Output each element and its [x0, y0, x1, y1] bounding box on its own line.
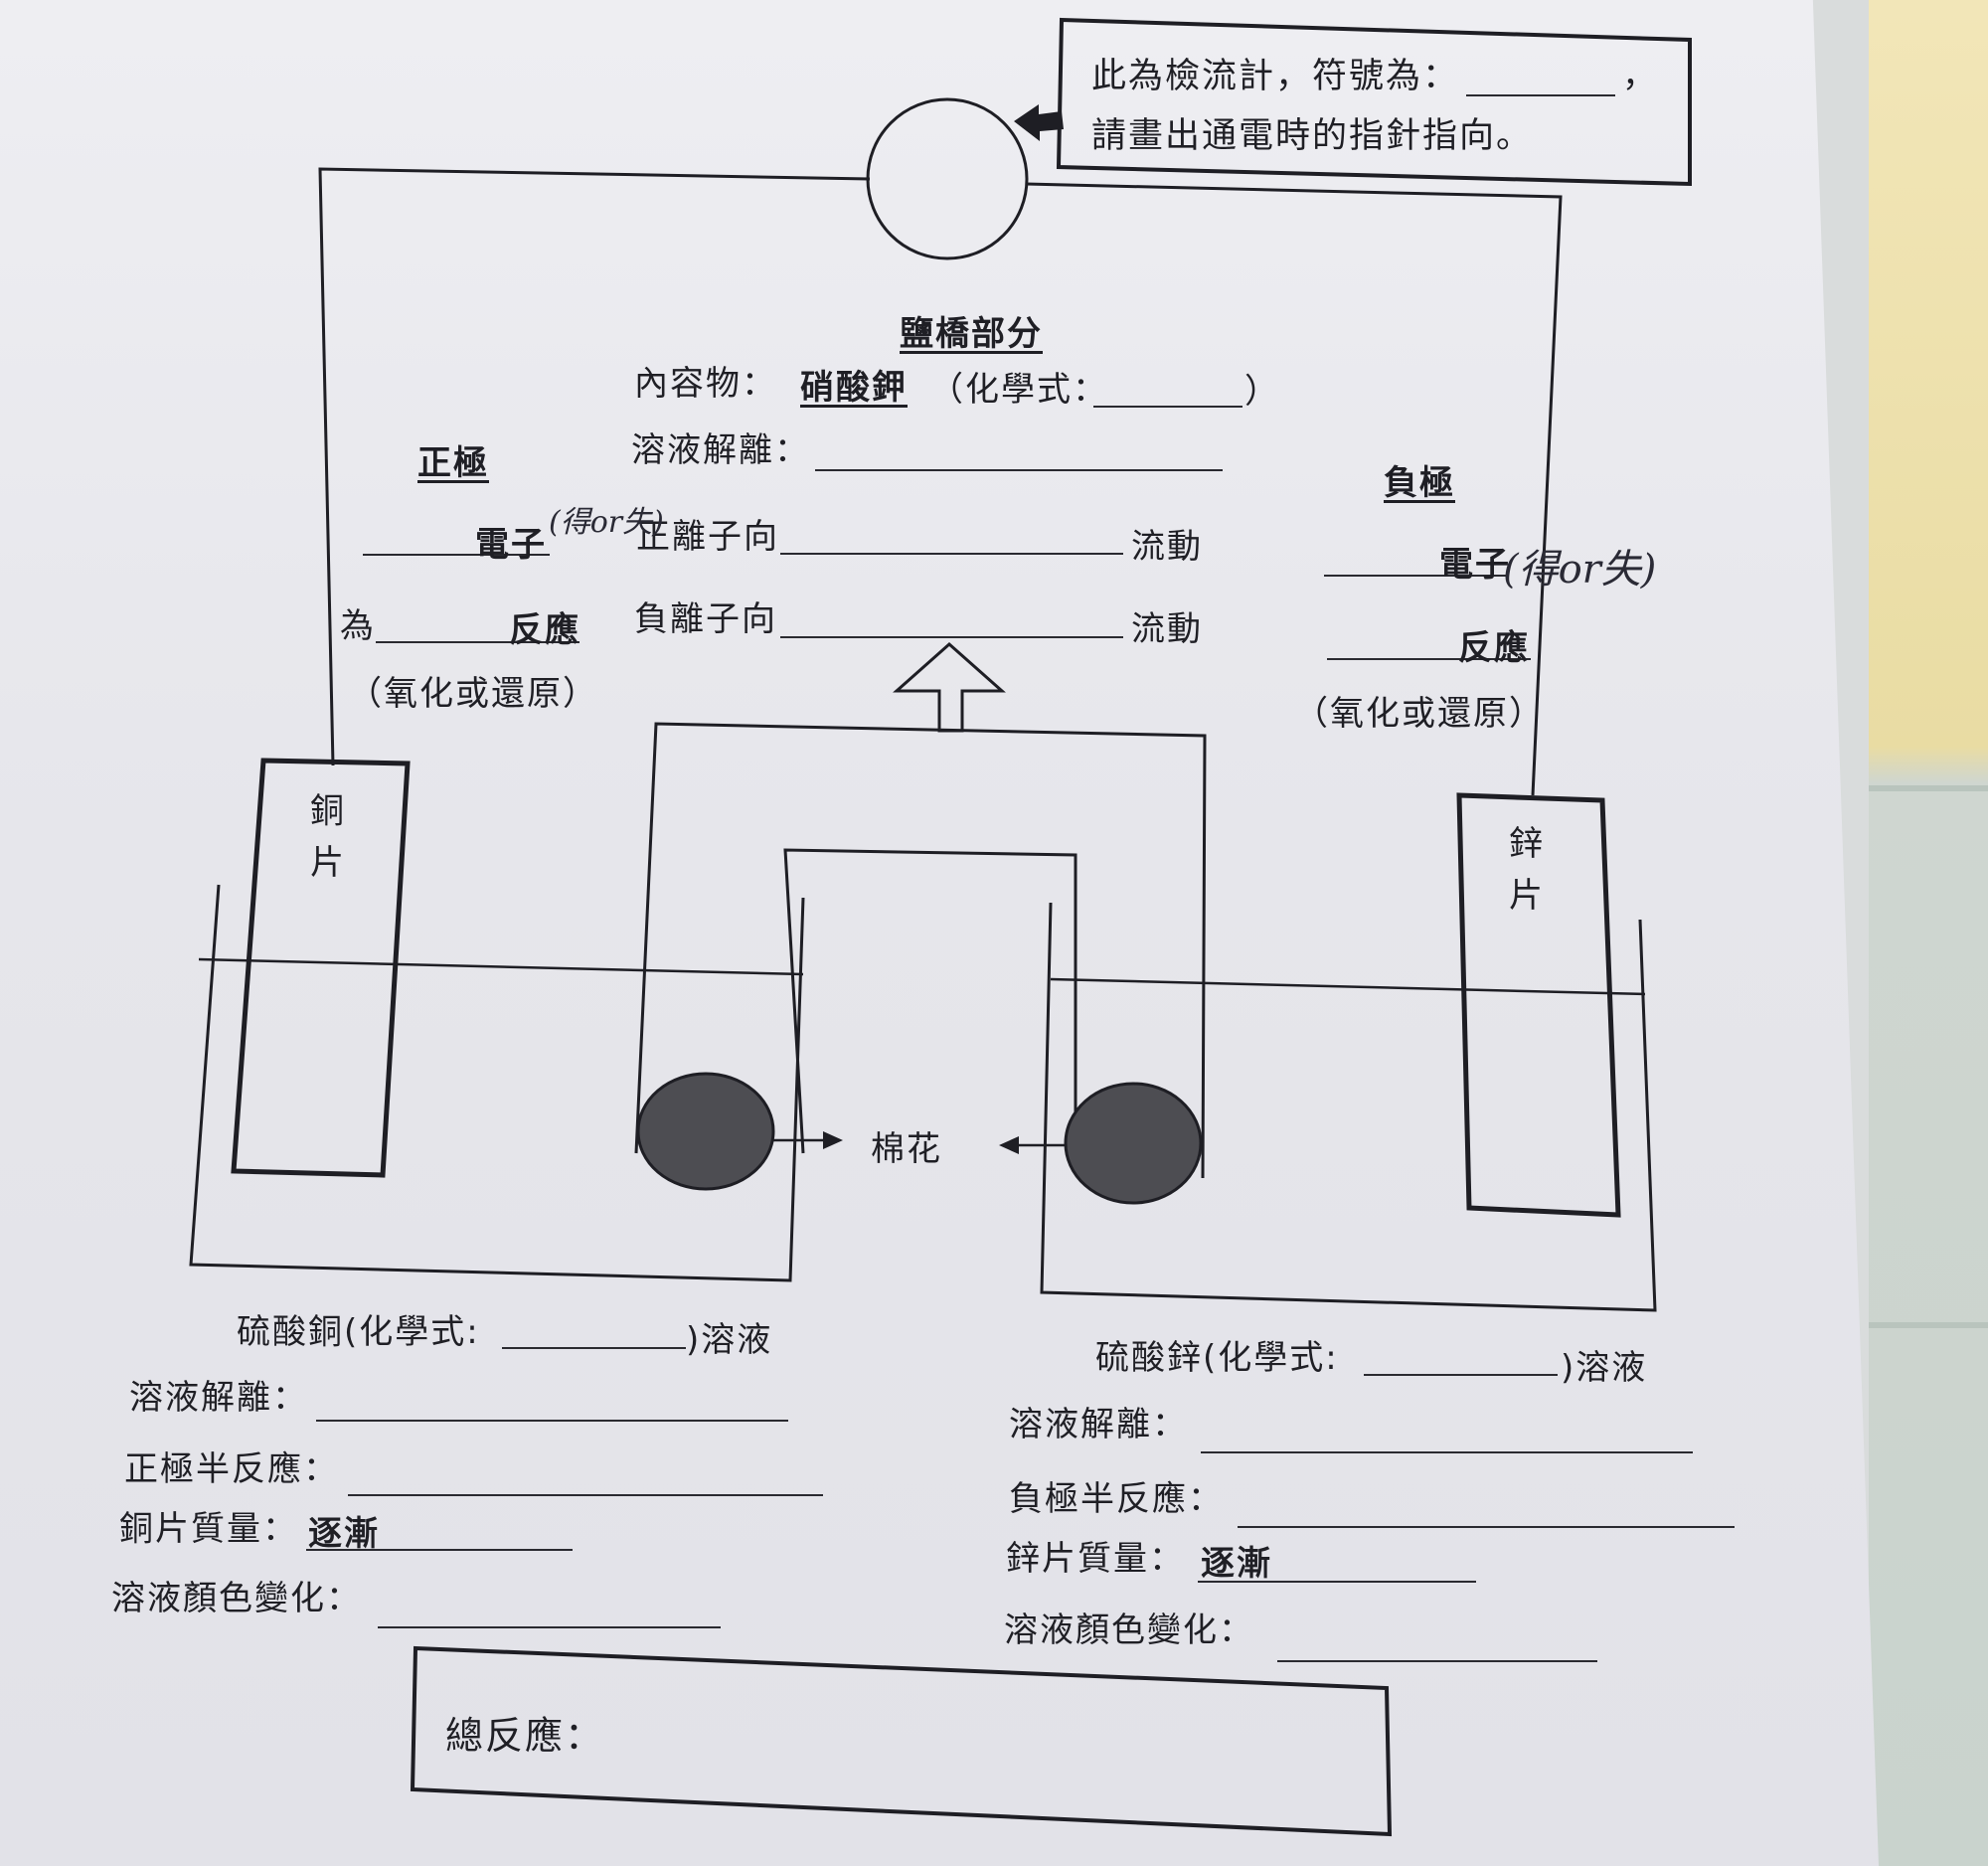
salt-bridge-formula-close: ）	[1244, 372, 1280, 412]
negative-ion-flow: 流動	[1131, 609, 1203, 649]
salt-bridge-formula-label: （化學式：	[929, 370, 1108, 410]
cotton-label: 棉花	[871, 1129, 942, 1169]
total-reaction-label: 總反應：	[445, 1714, 605, 1758]
up-arrow-icon	[893, 641, 1006, 733]
galvanometer-circle	[866, 97, 1029, 260]
left-color-change-blank[interactable]	[378, 1626, 721, 1628]
callout-pointer-icon	[1014, 104, 1064, 141]
right-solution-name: 硫酸鋅(化學式:	[1095, 1338, 1339, 1378]
arrowhead-right-icon	[823, 1131, 843, 1149]
galvanometer-callout-line2: 請畫出通電時的指針指向。	[1091, 116, 1534, 156]
negative-ion-label: 負離子向	[634, 599, 777, 639]
right-color-change-blank[interactable]	[1277, 1660, 1597, 1662]
right-mass-blank[interactable]	[1198, 1581, 1476, 1583]
left-color-change-label: 溶液顏色變化：	[111, 1579, 362, 1618]
right-mass-value: 逐漸	[1201, 1544, 1272, 1584]
zinc-plate	[1456, 792, 1621, 1218]
salt-bridge-content-label: 內容物：	[634, 364, 777, 404]
left-solution-formula-blank[interactable]	[502, 1347, 686, 1349]
salt-bridge-formula-blank[interactable]	[1093, 406, 1242, 408]
positive-for-label: 為	[340, 606, 376, 646]
zinc-plate-label: 鋅片	[1509, 824, 1545, 916]
circuit-wire-right	[1025, 182, 1563, 796]
salt-bridge-dissociation-label: 溶液解離：	[631, 430, 810, 470]
left-dissociation-blank[interactable]	[316, 1420, 788, 1422]
positive-reaction-blank[interactable]	[376, 641, 580, 643]
galvanometer-callout-box	[1056, 17, 1692, 187]
arrowhead-left-icon	[999, 1136, 1019, 1154]
positive-ion-flow: 流動	[1131, 527, 1203, 567]
negative-reaction-blank[interactable]	[1327, 658, 1531, 660]
worksheet-paper	[0, 0, 1879, 1866]
positive-electrode-title: 正極	[417, 443, 489, 483]
positive-electron-label: 電子	[475, 525, 547, 565]
positive-handwritten-choice: (得or失)	[549, 505, 664, 540]
background-book	[1869, 0, 1988, 1866]
cotton-ball-right	[1064, 1082, 1203, 1205]
positive-reaction-hint: （氧化或還原）	[348, 674, 598, 714]
negative-electron-blank[interactable]	[1324, 575, 1508, 577]
right-dissociation-blank[interactable]	[1201, 1451, 1693, 1453]
positive-ion-direction-blank[interactable]	[780, 553, 1123, 555]
right-solution-suffix: )溶液	[1561, 1348, 1648, 1388]
left-solution-name: 硫酸銅(化學式:	[237, 1312, 480, 1352]
right-color-change-label: 溶液顏色變化：	[1004, 1611, 1254, 1650]
negative-handwritten-choice: (得or失)	[1503, 547, 1657, 593]
right-half-reaction-label: 負極半反應：	[1009, 1479, 1224, 1519]
salt-bridge-title: 鹽橋部分	[900, 314, 1043, 354]
left-beaker	[189, 884, 805, 1282]
positive-ion-label: 正離子向	[636, 517, 779, 557]
left-solution-suffix: )溶液	[686, 1320, 773, 1360]
positive-reaction-label: 反應	[509, 610, 580, 650]
salt-bridge-content-value: 硝酸鉀	[800, 368, 908, 408]
left-mass-blank[interactable]	[306, 1549, 573, 1551]
galvanometer-callout-line1: 此為檢流計，符號為：	[1091, 57, 1460, 96]
negative-ion-direction-blank[interactable]	[780, 636, 1123, 638]
left-mass-label: 銅片質量：	[119, 1509, 298, 1549]
right-dissociation-label: 溶液解離：	[1009, 1405, 1188, 1444]
galvanometer-symbol-blank[interactable]	[1466, 94, 1615, 96]
negative-electrode-title: 負極	[1384, 463, 1455, 503]
left-dissociation-label: 溶液解離：	[129, 1378, 308, 1418]
right-solution-formula-blank[interactable]	[1364, 1374, 1558, 1376]
total-reaction-box	[410, 1645, 1393, 1837]
left-solution-surface	[198, 957, 804, 976]
right-mass-label: 鋅片質量：	[1006, 1539, 1185, 1579]
salt-bridge-outer	[634, 722, 1207, 1179]
right-beaker	[1040, 902, 1657, 1312]
left-mass-value: 逐漸	[308, 1514, 380, 1554]
right-solution-surface	[1050, 977, 1646, 996]
salt-bridge-dissociation-blank[interactable]	[815, 469, 1223, 471]
cotton-ball-left	[636, 1072, 775, 1191]
left-half-reaction-blank[interactable]	[348, 1494, 823, 1496]
negative-reaction-label: 反應	[1458, 628, 1530, 668]
copper-plate	[231, 758, 411, 1178]
negative-reaction-hint: （氧化或還原）	[1294, 694, 1545, 734]
right-half-reaction-blank[interactable]	[1238, 1526, 1735, 1528]
salt-bridge-inner	[783, 848, 1077, 1154]
circuit-wire-left	[318, 167, 871, 766]
negative-electron-label: 電子	[1439, 545, 1511, 585]
galvanometer-callout-comma: ，	[1622, 56, 1658, 95]
copper-plate-label: 銅片	[310, 791, 346, 883]
left-half-reaction-label: 正極半反應：	[124, 1449, 339, 1489]
positive-electron-blank[interactable]	[363, 554, 550, 556]
